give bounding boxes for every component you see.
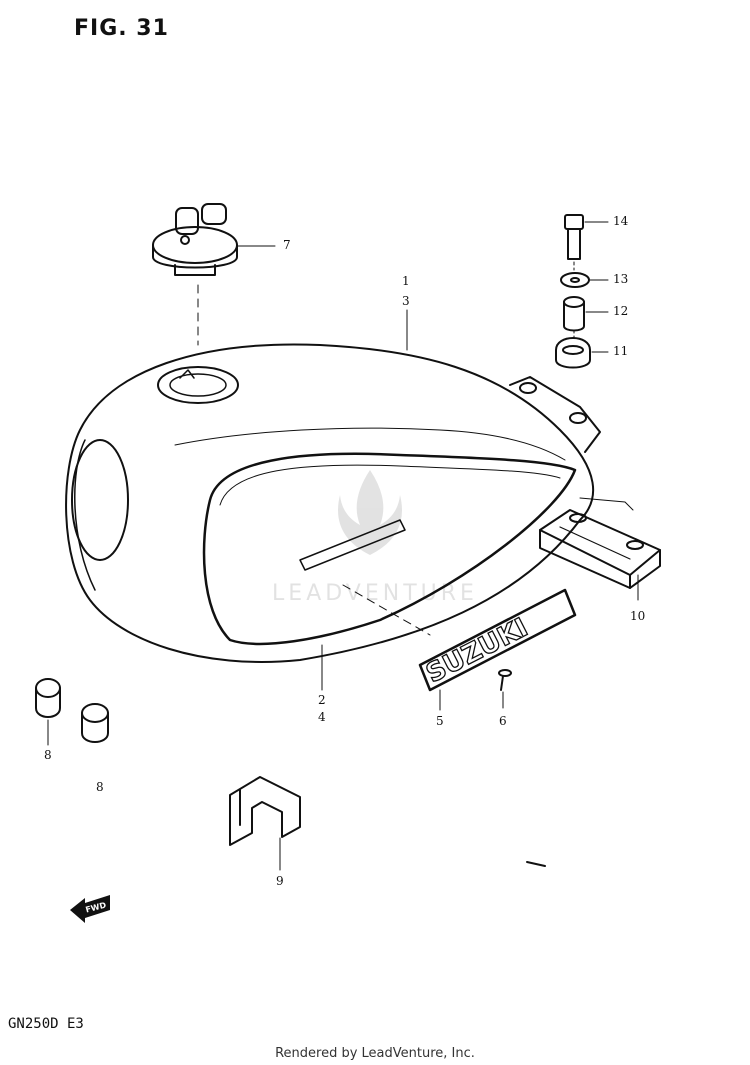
fuel-tank: [65, 343, 601, 663]
callout-3: 3: [402, 294, 410, 308]
callout-5: 5: [436, 714, 444, 728]
collar: [563, 296, 585, 332]
callout-14: 14: [613, 214, 629, 228]
callout-4: 4: [318, 710, 326, 724]
fuel-cap-with-keys: [152, 203, 238, 276]
cushion-right: [81, 703, 109, 743]
figure-title: FIG. 31: [74, 16, 169, 41]
callout-9: 9: [276, 874, 284, 888]
callout-7: 7: [283, 238, 291, 252]
callout-8-left: 8: [44, 748, 52, 762]
washer: [560, 272, 590, 288]
callout-12: 12: [613, 304, 629, 318]
model-code: GN250D E3: [8, 1016, 84, 1032]
bolt: [564, 214, 584, 260]
rear-cushion: [539, 509, 661, 589]
render-credit: Rendered by LeadVenture, Inc.: [275, 1046, 475, 1061]
callout-8-right: 8: [96, 780, 104, 794]
callout-13: 13: [613, 272, 629, 286]
screw: [498, 669, 512, 691]
forward-direction-arrow: FWD: [70, 895, 110, 923]
callout-10: 10: [630, 609, 646, 623]
grommet: [555, 337, 591, 369]
callout-1: 1: [402, 274, 410, 288]
tank-bracket: [229, 776, 301, 846]
callout-2: 2: [318, 693, 326, 707]
cushion-left: [35, 678, 61, 718]
leadventure-watermark: LEADVENTURE: [272, 470, 474, 606]
callout-11: 11: [613, 344, 629, 358]
callout-6: 6: [499, 714, 507, 728]
emblem-text: SUZUKI: [422, 613, 533, 689]
